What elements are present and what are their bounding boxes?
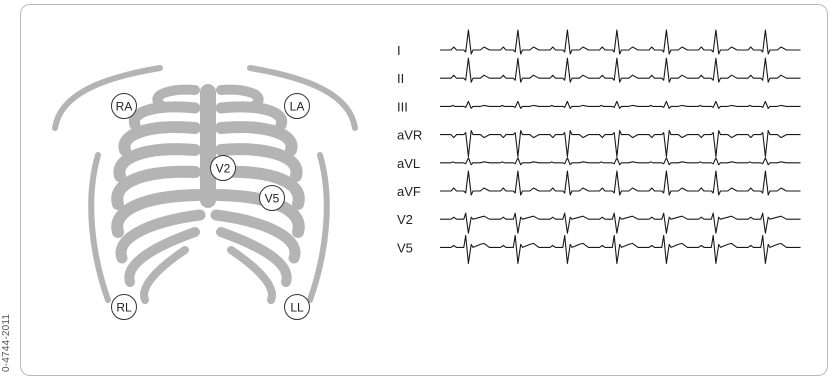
ecg-trace-iii <box>440 101 801 108</box>
electrode-label: V2 <box>216 162 231 176</box>
lead-label-ii: II <box>397 71 404 86</box>
ribcage-illustration <box>55 68 355 300</box>
lead-label-i: I <box>397 43 401 58</box>
lead-label-iii: III <box>397 99 408 114</box>
lead-label-avl: aVL <box>397 156 420 171</box>
ecg-trace-i <box>440 30 801 54</box>
ecg-trace-ii <box>440 58 801 82</box>
ecg-trace-v5 <box>440 235 801 263</box>
electrode-label: RA <box>116 100 133 114</box>
ecg-trace-avr <box>440 131 801 157</box>
lead-label-avf: aVF <box>397 184 421 199</box>
lead-label-v2: V2 <box>397 212 413 227</box>
electrode-ll: LL <box>285 295 310 320</box>
ecg-trace-v2 <box>440 213 801 233</box>
electrode-rl: RL <box>112 295 137 320</box>
electrode-ra: RA <box>112 94 137 119</box>
electrode-label: LL <box>290 301 304 315</box>
electrode-label: RL <box>116 301 132 315</box>
lead-label-v5: V5 <box>397 240 413 255</box>
electrode-label: LA <box>290 100 305 114</box>
electrode-label: V5 <box>265 192 280 206</box>
electrode-v5: V5 <box>260 186 285 211</box>
lead-label-avr: aVR <box>397 128 422 143</box>
electrode-la: LA <box>285 94 310 119</box>
electrode-v2: V2 <box>211 156 236 181</box>
ecg-trace-avf <box>440 171 801 195</box>
ecg-trace-avl <box>440 158 801 165</box>
